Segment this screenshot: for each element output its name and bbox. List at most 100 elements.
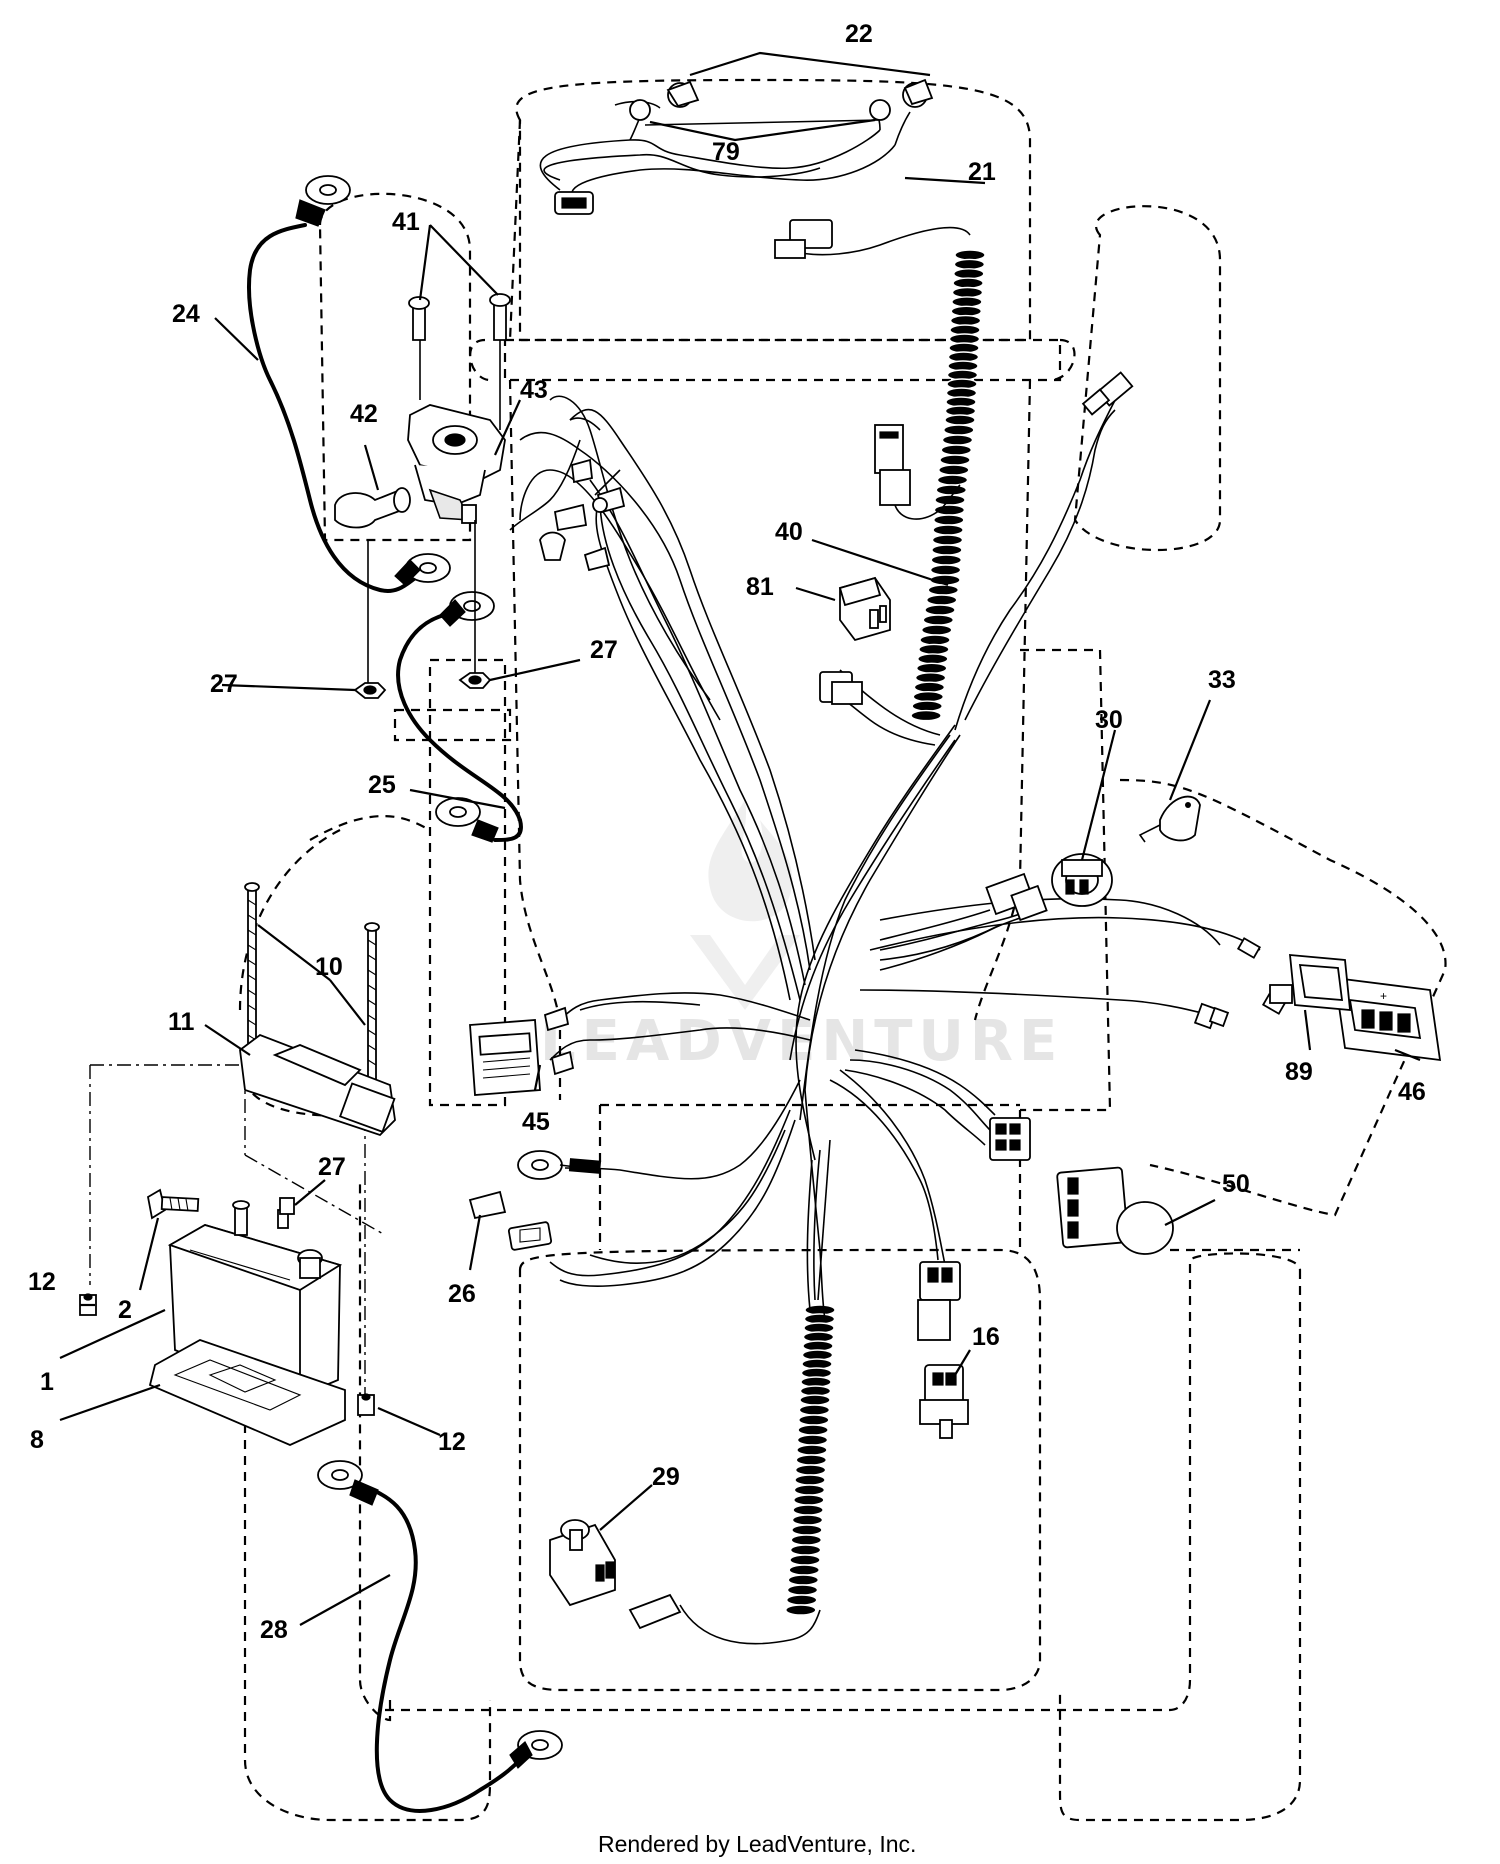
coil-ring [796, 1444, 828, 1456]
coil-ring [931, 544, 963, 556]
coil-ring [793, 1494, 825, 1506]
coil-ring [922, 614, 954, 626]
callout-27-left: 27 [210, 670, 238, 698]
harness-wires [509, 389, 1261, 1321]
starter-solenoid [334, 293, 511, 529]
ignition-key-33 [1138, 795, 1201, 843]
coil-ring [952, 277, 984, 289]
coil-ring [941, 434, 974, 446]
coil-ring [787, 1574, 819, 1586]
callout-46: 46 [1398, 1078, 1426, 1106]
connector-16 [919, 1364, 969, 1439]
callout-45: 45 [522, 1108, 550, 1136]
callout-27-battery: 27 [318, 1153, 346, 1181]
coil-ring [792, 1504, 824, 1516]
coil-ring [917, 653, 949, 665]
callout-28: 28 [260, 1616, 288, 1644]
coil-ring [794, 1474, 826, 1486]
coil-ring [798, 1404, 831, 1416]
coil-ring [949, 314, 982, 327]
coil-ring [935, 484, 967, 496]
callout-43: 43 [520, 376, 548, 404]
coil-ring [799, 1394, 831, 1406]
battery-hold-down [239, 882, 396, 1137]
battery-tray [148, 1339, 346, 1446]
nut-12-right [357, 1393, 375, 1416]
coil-ring [924, 604, 956, 616]
tractor-outline [238, 78, 1447, 1822]
callout-41: 41 [392, 208, 420, 236]
callout-40: 40 [775, 518, 803, 546]
coil-ring [788, 1564, 820, 1576]
callout-81: 81 [746, 573, 774, 601]
bolt-2 [146, 1188, 200, 1220]
ignition-switch-30 [1051, 853, 1113, 907]
callout-30: 30 [1095, 706, 1123, 734]
coil-ring [786, 1584, 819, 1596]
coil-ring [939, 454, 971, 466]
coil-ring [795, 1454, 827, 1466]
callout-21: 21 [968, 158, 996, 186]
coil-ring [936, 474, 969, 486]
callout-29: 29 [652, 1463, 680, 1491]
svg-text:+: + [1380, 989, 1387, 1003]
cable-28 [317, 1460, 563, 1813]
coil-upper-rings [910, 249, 986, 722]
coil-ring [791, 1514, 824, 1526]
coil-ring [785, 1604, 817, 1616]
coil-ring [951, 286, 984, 299]
callout-33: 33 [1208, 666, 1236, 694]
coil-ring [798, 1414, 830, 1426]
coil-ring [910, 709, 942, 722]
coil-ring [953, 268, 985, 280]
coil-ring [940, 444, 972, 456]
callout-16: 16 [972, 1323, 1000, 1351]
pto-switch-50 [1056, 1166, 1174, 1255]
relay-81 [838, 576, 891, 642]
hour-meter-46: + [1333, 976, 1442, 1062]
coil-ring [932, 524, 964, 536]
coil-ring [913, 681, 946, 693]
coil-ring [789, 1544, 822, 1556]
nut-27-battery [279, 1197, 295, 1215]
callout-12-right: 12 [438, 1428, 466, 1456]
coil-ring [944, 414, 976, 426]
coil-ring [934, 494, 966, 506]
coil-ring [927, 584, 959, 596]
cable-24 [247, 175, 451, 593]
coil-ring [796, 1434, 829, 1446]
callout-79: 79 [712, 138, 740, 166]
callout-10: 10 [315, 953, 343, 981]
coil-ring [930, 554, 962, 566]
callout-24: 24 [172, 300, 200, 328]
coil-ring [921, 624, 953, 636]
leader-lines [59, 224, 1421, 1626]
callout-89: 89 [1285, 1058, 1313, 1086]
coil-ring [926, 594, 958, 606]
coil-ring [911, 700, 943, 712]
watermark: LEADVENTURE [540, 800, 1057, 1074]
fuse-26 [468, 1190, 553, 1251]
nut-27-left [353, 682, 387, 699]
callout-2: 2 [118, 1296, 132, 1324]
coil-ring [918, 643, 950, 656]
coil-ring [794, 1464, 827, 1476]
coil-ring [954, 249, 986, 261]
headlight-harness [539, 51, 986, 215]
callout-12-left: 12 [28, 1268, 56, 1296]
main-harness-coil-upper [774, 219, 971, 259]
coil-ring [912, 691, 944, 703]
coil-ring [929, 564, 962, 576]
callout-42: 42 [350, 400, 378, 428]
callout-25: 25 [368, 771, 396, 799]
pto-clutch-29 [549, 1519, 821, 1645]
coil-ring [951, 296, 983, 308]
callout-27-center: 27 [590, 636, 618, 664]
coil-ring [950, 305, 982, 317]
connectors [517, 371, 1287, 1341]
module-45 [469, 1019, 541, 1096]
coil-ring [790, 1534, 822, 1546]
coil-ring [916, 662, 948, 674]
cable-25 [396, 591, 523, 843]
